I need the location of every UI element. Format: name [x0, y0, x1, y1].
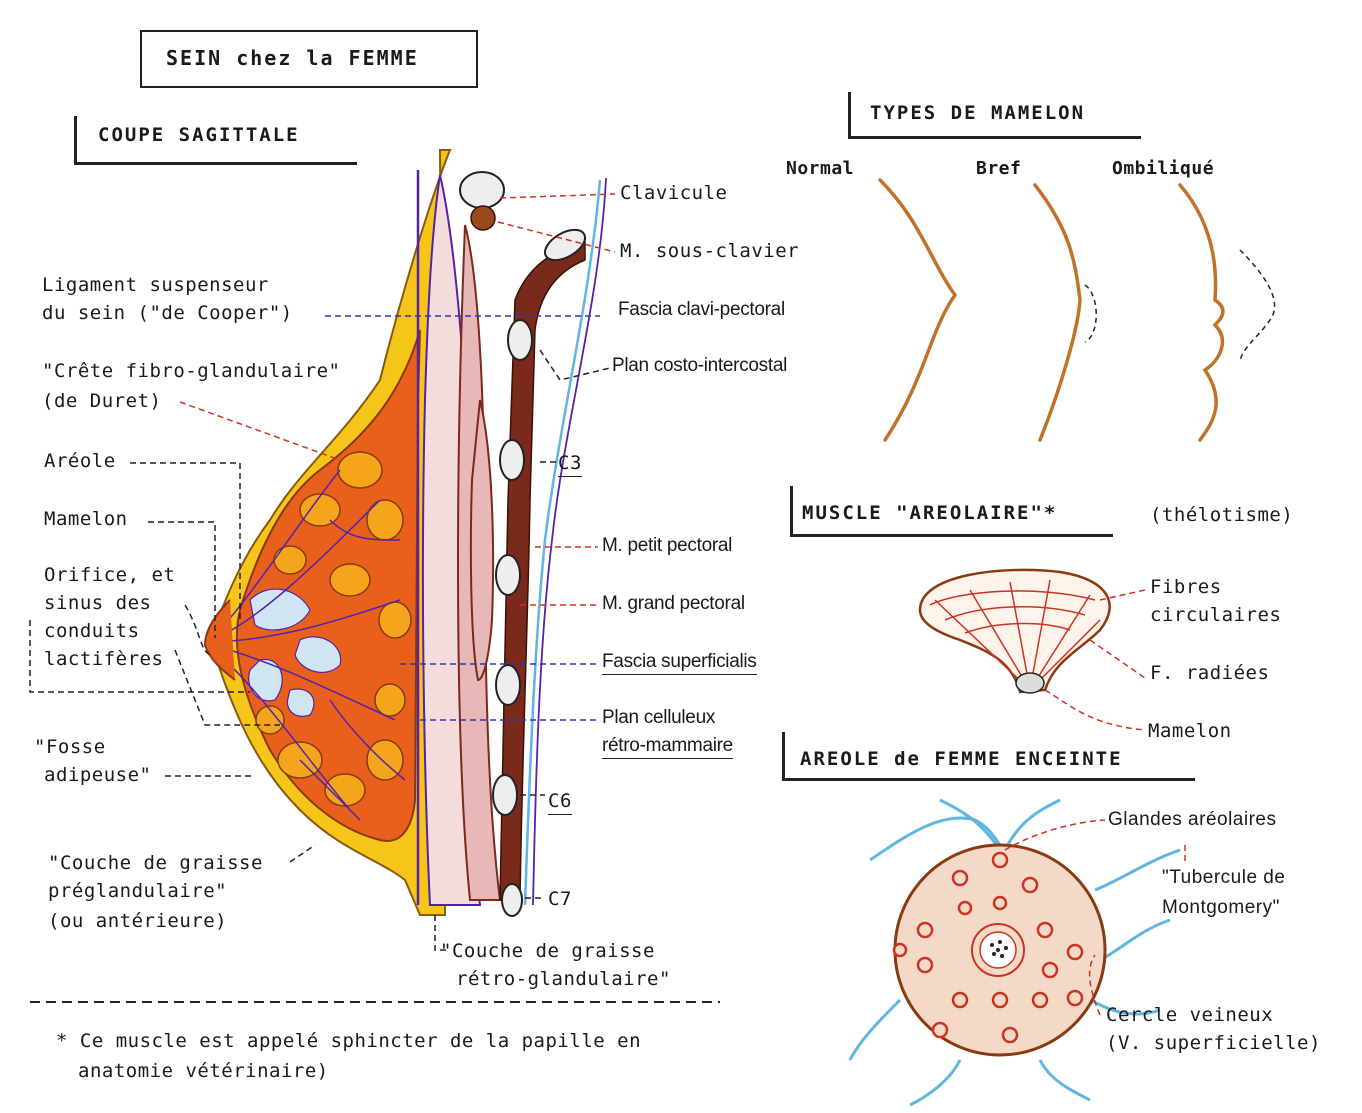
label-petit-pectoral: M. petit pectoral: [602, 534, 732, 558]
clavicle: [460, 172, 504, 208]
label-muscle-mamelon: Mamelon: [1148, 720, 1232, 744]
nipple-umbilicated-curve: [1180, 185, 1223, 440]
nipple: [205, 600, 235, 680]
label-nipple-bref: Bref: [976, 158, 1021, 181]
label-clavicule: Clavicule: [620, 182, 727, 206]
label-fosse-line2: adipeuse": [44, 764, 151, 788]
label-grand-pectoral: M. grand pectoral: [602, 592, 745, 616]
label-nipple-normal: Normal: [786, 158, 854, 181]
label-fibres-radiees: F. radiées: [1150, 662, 1269, 686]
label-tubercule-line2: Montgomery": [1162, 896, 1280, 920]
label-retro-line1: "Couche de graisse: [440, 940, 655, 964]
label-c6: C6: [548, 790, 572, 815]
label-sous-clavier: M. sous-clavier: [620, 240, 799, 264]
label-mamelon: Mamelon: [44, 508, 128, 532]
label-orifice-line1: Orifice, et: [44, 564, 175, 588]
label-tubercule-line1: "Tubercule de: [1162, 866, 1285, 890]
subclavius-head: [471, 206, 495, 230]
footnote-line2: anatomie vétérinaire): [78, 1060, 329, 1084]
label-fascia-sup: Fascia superficialis: [602, 650, 757, 675]
label-couche-ant-line3: (ou antérieure): [48, 910, 227, 934]
label-retro-line2: rétro-glandulaire": [456, 968, 671, 992]
label-couche-ant-line1: "Couche de graisse: [48, 852, 263, 876]
label-c3: C3: [558, 452, 582, 477]
footnote-line1: * Ce muscle est appelé sphincter de la p…: [56, 1030, 641, 1054]
nipple-short-curve: [1035, 185, 1080, 440]
pregnant-areola-drawing: [850, 800, 1180, 1105]
label-orifice-line3: conduits: [44, 620, 140, 644]
label-nipple-ombilique: Ombiliqué: [1112, 158, 1214, 181]
label-couche-ant-line2: préglandulaire": [48, 880, 227, 904]
label-plan-costo: Plan costo-intercostal: [612, 354, 787, 378]
label-plan-cell-line1: Plan celluleux: [602, 706, 715, 730]
nipple-normal-curve: [880, 180, 955, 440]
areolar-muscle-drawing: [920, 570, 1110, 693]
label-crete-line2: (de Duret): [42, 390, 161, 414]
label-c7: C7: [548, 888, 572, 912]
label-fosse-line1: "Fosse: [34, 736, 106, 760]
label-fibres-line2: circulaires: [1150, 604, 1281, 628]
label-crete-line1: "Crête fibro-glandulaire": [42, 360, 340, 384]
label-orifice-line2: sinus des: [44, 592, 151, 616]
label-plan-cell-line2: rétro-mammaire: [602, 734, 733, 759]
label-cercle-line2: (V. superficielle): [1106, 1032, 1321, 1056]
label-orifice-line4: lactifères: [44, 648, 163, 672]
label-cercle-line1: Cercle veineux: [1106, 1004, 1273, 1028]
label-ligament-line2: du sein ("de Cooper"): [42, 302, 293, 326]
label-ligament-line1: Ligament suspenseur: [42, 274, 269, 298]
label-areole: Aréole: [44, 450, 116, 474]
label-fibres-line1: Fibres: [1150, 576, 1222, 600]
label-fascia-clavi: Fascia clavi-pectoral: [618, 298, 785, 322]
label-glandes: Glandes aréolaires: [1108, 808, 1276, 832]
